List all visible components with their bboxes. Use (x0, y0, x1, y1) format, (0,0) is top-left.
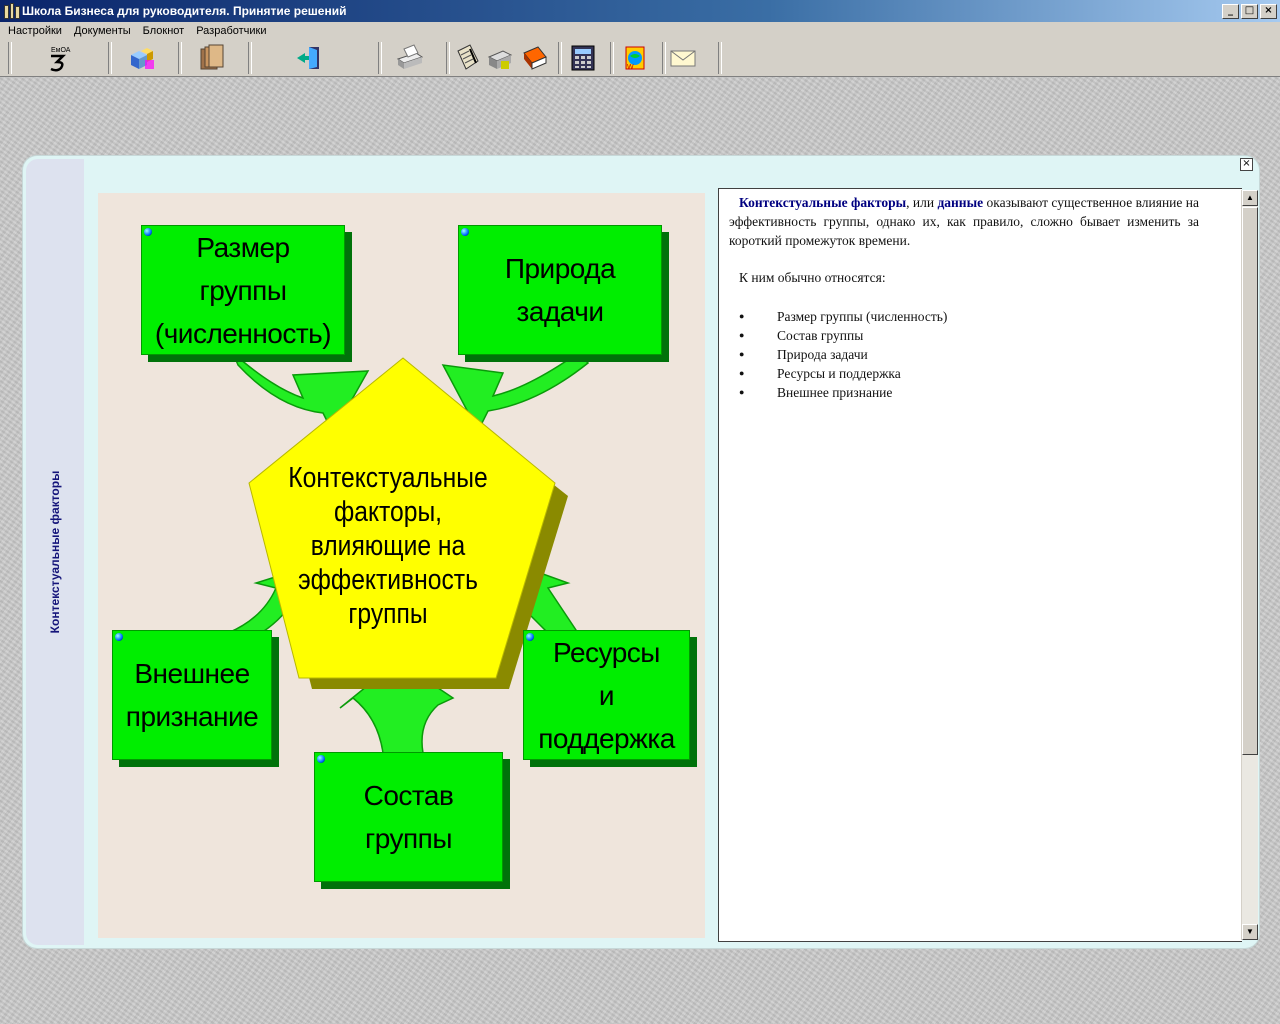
menu-settings[interactable]: Настройки (8, 25, 62, 37)
svg-text:ЕмОА: ЕмОА (51, 47, 71, 54)
window-title: Школа Бизнеса для руководителя. Принятие… (22, 4, 347, 18)
list-item: Природа задачи (729, 345, 1199, 364)
term-data: данные (937, 195, 984, 210)
panel-close-icon[interactable]: × (1240, 158, 1253, 171)
center-pentagon (248, 357, 556, 679)
minimize-button[interactable]: _ (1222, 3, 1239, 19)
copier-icon[interactable] (485, 43, 515, 73)
list-item: Внешнее признание (729, 383, 1199, 402)
info-dot-icon[interactable] (317, 755, 325, 763)
book-icon[interactable] (520, 43, 550, 73)
box-task-nature-label: Природа задачи (504, 253, 616, 327)
title-bar: Школа Бизнеса для руководителя. Принятие… (0, 0, 1280, 22)
box-composition-label: Состав группы (363, 780, 454, 854)
toolbar: ЕмОА W (0, 40, 1280, 77)
info-dot-icon[interactable] (461, 228, 469, 236)
close-button[interactable]: × (1260, 3, 1277, 19)
vertical-scrollbar[interactable]: ▲ ▼ (1241, 190, 1258, 940)
logo-icon[interactable]: ЕмОА (44, 43, 74, 73)
printer-icon[interactable] (394, 43, 424, 73)
sidebar-label: Контекстуальные факторы (48, 470, 62, 634)
books-icon (4, 3, 21, 19)
diagram: Контекстуальные факторы, влияющие на эфф… (98, 193, 705, 938)
box-resources[interactable]: Ресурсы и поддержка (523, 630, 690, 760)
box-recognition[interactable]: Внешнее признание (112, 630, 272, 760)
term-contextual-factors: Контекстуальные факторы (739, 195, 907, 210)
list-item: Состав группы (729, 326, 1199, 345)
scroll-down-icon[interactable]: ▼ (1242, 924, 1258, 940)
factors-list: Размер группы (численность) Состав групп… (729, 307, 1199, 402)
info-dot-icon[interactable] (115, 633, 123, 641)
description-text: Контекстуальные факторы, или данные оказ… (729, 193, 1199, 402)
cubes-icon[interactable] (127, 43, 157, 73)
box-recognition-label: Внешнее признание (125, 658, 259, 732)
box-task-nature[interactable]: Природа задачи (458, 225, 662, 355)
description-paragraph: Контекстуальные факторы, или данные оказ… (729, 195, 1199, 248)
info-dot-icon[interactable] (144, 228, 152, 236)
exit-door-icon[interactable] (295, 43, 325, 73)
menu-developers[interactable]: Разработчики (196, 25, 267, 37)
description-pane[interactable]: Контекстуальные факторы, или данные оказ… (718, 188, 1242, 942)
svg-text:W: W (627, 64, 634, 71)
mail-icon[interactable] (668, 43, 698, 73)
clipboard-icon[interactable] (452, 43, 482, 73)
list-item: Ресурсы и поддержка (729, 364, 1199, 383)
diagram-graphics (226, 352, 590, 754)
info-dot-icon[interactable] (526, 633, 534, 641)
scroll-up-icon[interactable]: ▲ (1242, 190, 1258, 206)
calculator-icon[interactable] (568, 43, 598, 73)
folders-icon[interactable] (197, 43, 227, 73)
maximize-button[interactable]: □ (1241, 3, 1258, 19)
box-resources-label: Ресурсы и поддержка (538, 636, 675, 754)
content-panel: Контекстуальные факторы × Контекстуальны… (23, 156, 1259, 948)
menu-bar: Настройки Документы Блокнот Разработчики (0, 22, 1280, 40)
center-label: Контекстуальные факторы, влияющие на эфф… (288, 462, 488, 630)
box-group-size[interactable]: Размер группы (численность) (141, 225, 345, 355)
box-group-size-label: Размер группы (численность) (154, 231, 332, 349)
globe-icon[interactable]: W (620, 43, 650, 73)
list-intro: К ним обычно относятся: (739, 270, 886, 285)
scroll-thumb[interactable] (1242, 207, 1258, 755)
box-composition[interactable]: Состав группы (314, 752, 503, 882)
list-item: Размер группы (численность) (729, 307, 1199, 326)
menu-notepad[interactable]: Блокнот (142, 25, 185, 37)
menu-documents[interactable]: Документы (73, 25, 131, 37)
sidebar: Контекстуальные факторы (26, 159, 84, 945)
